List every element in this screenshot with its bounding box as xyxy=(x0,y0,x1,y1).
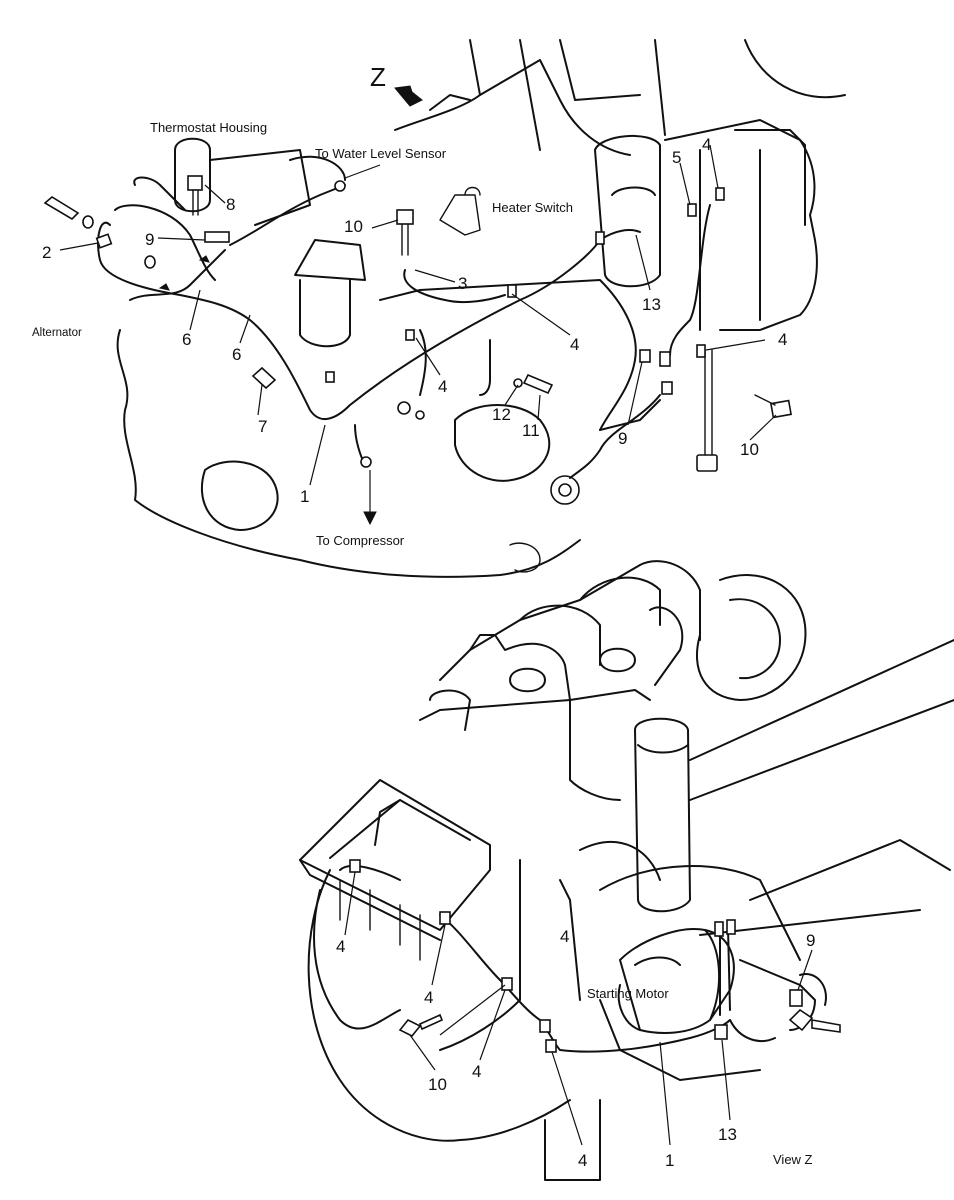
callout-bottom-10: 10 xyxy=(428,1075,447,1094)
callout-top-9b: 9 xyxy=(618,429,627,448)
view-arrow-label: Z xyxy=(370,62,386,92)
leaders-top xyxy=(59,144,777,486)
callout-top-2: 2 xyxy=(42,243,51,262)
callout-top-1: 1 xyxy=(300,487,309,506)
callout-top-12: 12 xyxy=(492,405,511,424)
callout-bottom-9: 9 xyxy=(806,931,815,950)
view-arrow-icon xyxy=(394,85,423,107)
label-thermostat-housing: Thermostat Housing xyxy=(150,120,267,135)
callout-top-6a: 6 xyxy=(182,330,191,349)
engine-top-view xyxy=(116,39,846,578)
engine-view-z xyxy=(299,560,954,1181)
leaders-bottom xyxy=(344,871,813,1146)
callout-top-4d: 4 xyxy=(778,330,787,349)
callout-bottom-4a: 4 xyxy=(336,937,345,956)
callouts-bottom: 4 4 4 4 10 4 1 13 9 xyxy=(336,927,815,1170)
callout-top-3: 3 xyxy=(458,274,467,293)
callout-top-10b: 10 xyxy=(740,440,759,459)
fasteners-view-z xyxy=(349,859,841,1053)
label-to-compressor: To Compressor xyxy=(316,533,405,548)
callout-top-6b: 6 xyxy=(232,345,241,364)
callout-top-4c: 4 xyxy=(702,135,711,154)
label-view-z: View Z xyxy=(773,1152,813,1167)
callout-top-9: 9 xyxy=(145,230,154,249)
callout-top-4a: 4 xyxy=(570,335,579,354)
fasteners-top xyxy=(43,175,793,468)
callout-top-7: 7 xyxy=(258,417,267,436)
callout-bottom-4b: 4 xyxy=(424,988,433,1007)
callout-bottom-4c: 4 xyxy=(472,1062,481,1081)
callouts-top: 2 9 6 6 7 8 10 3 4 4 12 11 1 13 5 4 4 9 … xyxy=(42,135,787,506)
label-heater-switch: Heater Switch xyxy=(492,200,573,215)
callout-top-13: 13 xyxy=(642,295,661,314)
label-alternator: Alternator xyxy=(32,327,82,339)
label-to-water-level-sensor: To Water Level Sensor xyxy=(315,146,447,161)
callout-bottom-4e: 4 xyxy=(560,927,569,946)
callout-top-11: 11 xyxy=(522,421,540,440)
label-starting-motor: Starting Motor xyxy=(587,986,669,1001)
callout-top-10a: 10 xyxy=(344,217,363,236)
callout-bottom-13: 13 xyxy=(718,1125,737,1144)
callout-top-8: 8 xyxy=(226,195,235,214)
callout-bottom-1: 1 xyxy=(665,1151,674,1170)
callout-top-5: 5 xyxy=(672,148,681,167)
callout-top-4b: 4 xyxy=(438,377,447,396)
callout-bottom-4d: 4 xyxy=(578,1151,587,1170)
